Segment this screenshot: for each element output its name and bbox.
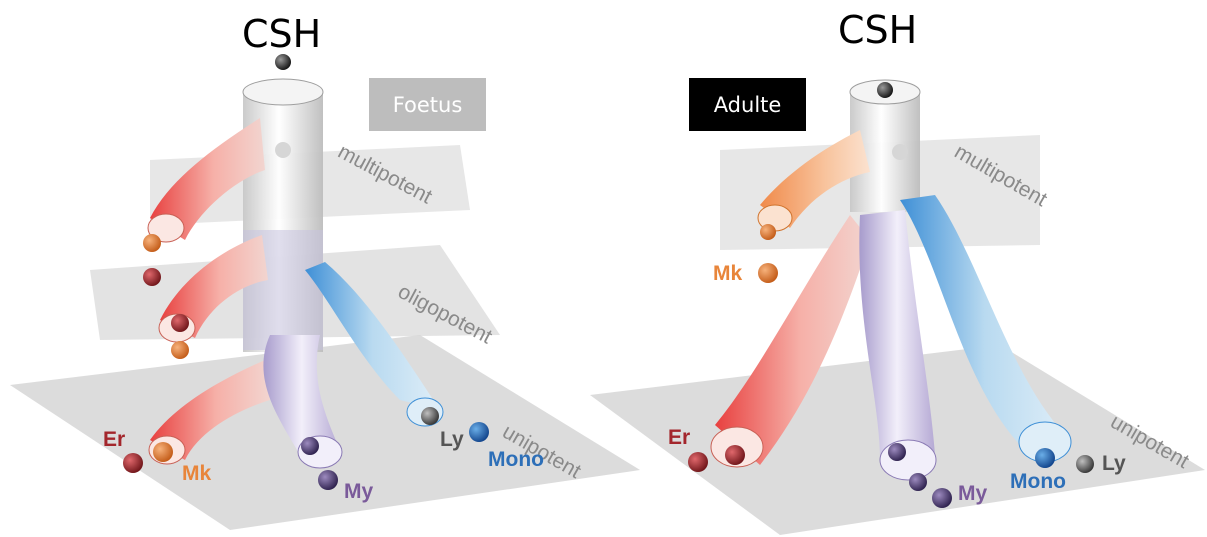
cell-ly <box>421 407 439 425</box>
cell-mk <box>758 263 778 283</box>
panel-title-adulte: CSH <box>838 8 917 52</box>
cell-my-1 <box>301 437 319 455</box>
cell-label-er: Er <box>103 428 125 452</box>
cell-label-ly: Ly <box>440 428 464 452</box>
cell-ly <box>1076 455 1094 473</box>
cell-label-mono: Mono <box>1010 470 1066 494</box>
cell-label-mono: Mono <box>488 448 544 472</box>
cell-er <box>123 453 143 473</box>
tube-end <box>880 440 936 480</box>
cell-er-tube <box>725 445 745 465</box>
cell-label-mk: Mk <box>182 462 211 486</box>
cell-label-my: My <box>958 482 987 506</box>
cell-mono <box>1035 448 1055 468</box>
panel-title-foetus: CSH <box>242 12 321 56</box>
stem-cell <box>275 54 291 70</box>
cell-er-oligo-2 <box>171 314 189 332</box>
cell-my <box>932 488 952 508</box>
cell-label-my: My <box>344 480 373 504</box>
cell-mk-multi <box>143 234 161 252</box>
cell-mono <box>469 422 489 442</box>
cell-my-1 <box>888 443 906 461</box>
cell-mk-tube <box>760 224 776 240</box>
cell-mk-oligo <box>171 341 189 359</box>
stem-inner-dot <box>275 142 291 158</box>
stem-top <box>243 79 323 105</box>
cell-label-ly: Ly <box>1102 452 1126 476</box>
cell-er <box>688 452 708 472</box>
cell-my-2 <box>909 473 927 491</box>
cell-label-er: Er <box>668 426 690 450</box>
cell-my <box>318 470 338 490</box>
cell-mk <box>153 442 173 462</box>
stem-cell <box>877 82 893 98</box>
stem-inner-dot <box>892 144 908 160</box>
cell-er-oligo <box>143 268 161 286</box>
stage-badge-foetus: Foetus <box>369 78 486 131</box>
cell-label-mk: Mk <box>713 262 742 286</box>
stage-badge-adulte: Adulte <box>689 78 806 131</box>
